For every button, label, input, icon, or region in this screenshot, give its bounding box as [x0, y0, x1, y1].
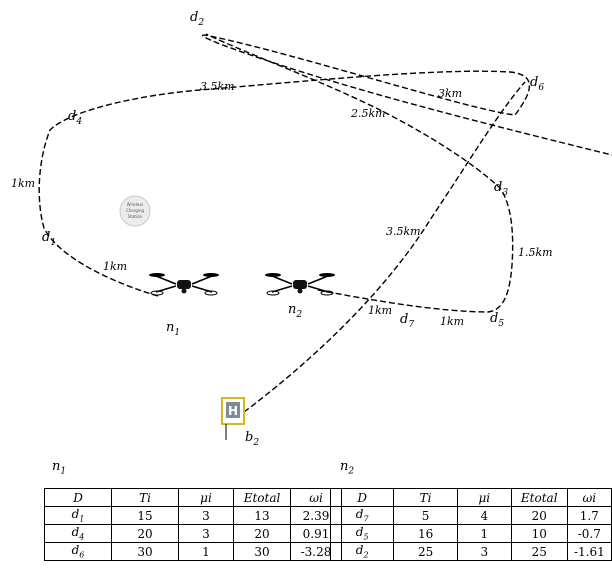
node-label-d2: d2: [190, 10, 204, 28]
distance-label: 3.5km: [386, 225, 421, 238]
table-cell: 4: [457, 507, 511, 525]
table-cell: 5: [394, 507, 458, 525]
node-label-d7: d7: [400, 312, 414, 330]
node-label-d5: d5: [490, 311, 504, 329]
table-cell: 13: [234, 507, 291, 525]
schedule-table-n2: D Ti μi Etotal ωi d7 5 4 20 1.7 d5 16 1 …: [330, 488, 612, 561]
node-label-n1: n1: [166, 320, 180, 338]
drone-id-cell: d6: [45, 543, 112, 561]
node-label-d4: d4: [68, 109, 82, 127]
drone-id-cell: d7: [331, 507, 394, 525]
table-row: d4 20 3 20 0.91: [45, 525, 342, 543]
column-header: ωi: [567, 489, 611, 507]
distance-label: 1km: [11, 177, 35, 190]
column-header: D: [45, 489, 112, 507]
table-row: d7 5 4 20 1.7: [331, 507, 612, 525]
node-label-n2: n2: [288, 302, 302, 320]
column-header: μi: [457, 489, 511, 507]
distance-label: 1km: [368, 304, 392, 317]
table-cell: 20: [511, 507, 567, 525]
table-title-n1: n1: [52, 459, 66, 477]
route-b2: [244, 82, 525, 412]
drone-id-cell: d1: [45, 507, 112, 525]
table-cell: 1.7: [567, 507, 611, 525]
table-cell: 3: [179, 507, 234, 525]
node-label-d6: d6: [530, 75, 544, 93]
table-title-n2: n2: [340, 459, 354, 477]
column-header: D: [331, 489, 394, 507]
column-header: Ti: [394, 489, 458, 507]
distance-label: 1.5km: [518, 246, 553, 259]
table-cell: 1: [457, 525, 511, 543]
table-cell: 20: [234, 525, 291, 543]
table-cell: 3: [457, 543, 511, 561]
table-cell: 1: [179, 543, 234, 561]
table-cell: 10: [511, 525, 567, 543]
table-cell: 20: [112, 525, 179, 543]
table-cell: 25: [511, 543, 567, 561]
station-line: Station: [128, 214, 143, 219]
distance-label: 3km: [438, 87, 462, 100]
table-cell: -1.61: [567, 543, 611, 561]
drone-n1-icon: [149, 273, 219, 295]
distance-label: 2.5km: [350, 107, 386, 120]
drone-n2-icon: [265, 273, 335, 295]
table-row: d1 15 3 13 2.39: [45, 507, 342, 525]
distance-label: 1km: [440, 315, 464, 328]
table-row: d5 16 1 10 -0.7: [331, 525, 612, 543]
schedule-table-n1: D Ti μi Etotal ωi d1 15 3 13 2.39 d4 20 …: [44, 488, 342, 561]
table-cell: 16: [394, 525, 458, 543]
station-line: Wireless: [127, 202, 144, 207]
table-row: d2 25 3 25 -1.61: [331, 543, 612, 561]
node-label-b2: b2: [245, 430, 259, 448]
column-header: Etotal: [511, 489, 567, 507]
helipad-symbol: H: [228, 404, 238, 418]
table-cell: 30: [112, 543, 179, 561]
table-cell: 25: [394, 543, 458, 561]
node-label-d1: d1: [42, 230, 56, 248]
column-header: Etotal: [234, 489, 291, 507]
column-header: μi: [179, 489, 234, 507]
node-label-d3: d3: [494, 180, 508, 198]
table-row: d6 30 1 30 -3.28: [45, 543, 342, 561]
table-cell: 30: [234, 543, 291, 561]
table-header-row: D Ti μi Etotal ωi: [331, 489, 612, 507]
drone-id-cell: d4: [45, 525, 112, 543]
drone-id-cell: d5: [331, 525, 394, 543]
charging-station-icon: Wireless Charging Station: [120, 196, 150, 226]
table-cell: 3: [179, 525, 234, 543]
table-cell: -0.7: [567, 525, 611, 543]
drone-id-cell: d2: [331, 543, 394, 561]
table-header-row: D Ti μi Etotal ωi: [45, 489, 342, 507]
table-cell: 15: [112, 507, 179, 525]
distance-label: 3.5km: [200, 80, 235, 93]
station-line: Charging: [126, 208, 145, 213]
helipad-depot-icon: H: [222, 398, 244, 440]
distance-label: 1km: [103, 260, 127, 273]
column-header: Ti: [112, 489, 179, 507]
